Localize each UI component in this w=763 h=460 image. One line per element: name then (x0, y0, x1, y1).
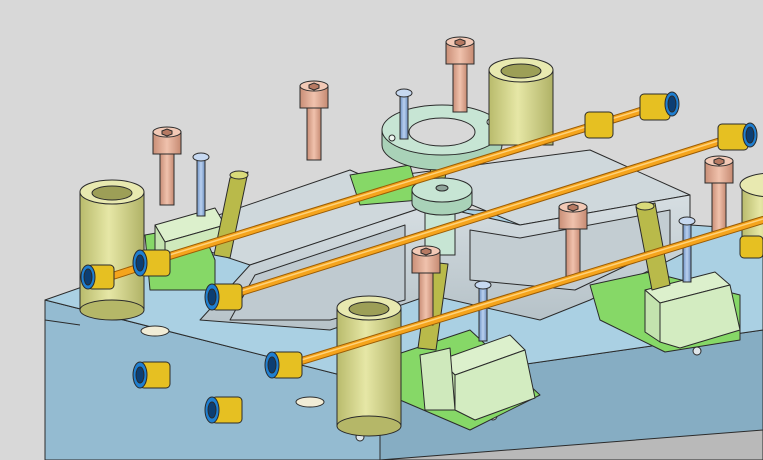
fitting-4 (264, 351, 303, 379)
slider-right-face (659, 284, 741, 349)
cooling-lines[interactable] (96, 101, 763, 370)
fitting-3 (204, 283, 243, 311)
fitting-7 (639, 91, 680, 121)
fitting-10 (739, 235, 763, 259)
guide-bushing-right (739, 172, 763, 246)
guide-bushings[interactable] (79, 57, 763, 437)
fitting-1 (80, 264, 115, 290)
slider-front-block (419, 347, 456, 411)
cooling-pipe-1-fill (147, 102, 663, 265)
screw-hole-3 (692, 346, 702, 356)
bolt-3 (445, 36, 475, 113)
hole-front-1 (140, 325, 170, 337)
bolt-1 (152, 126, 182, 206)
cooling-pipe-2-hl (221, 133, 741, 298)
locating-ring-hole (408, 117, 476, 147)
fitting-6 (204, 396, 243, 424)
pin-4 (678, 216, 696, 283)
guide-bushing-front (336, 295, 402, 437)
pin-2 (395, 88, 413, 140)
angle-pin-right-top (635, 201, 655, 211)
fitting-2 (132, 249, 171, 277)
guide-bushing-left (79, 179, 145, 321)
dowel-pins[interactable] (192, 88, 696, 342)
hole-front-2 (295, 396, 325, 408)
socket-head-bolts[interactable] (152, 36, 734, 326)
fitting-8 (584, 111, 614, 139)
bolt-6 (411, 245, 441, 326)
fitting-9 (717, 122, 758, 151)
sprue-bushing[interactable] (411, 177, 473, 256)
locating-ring[interactable] (381, 104, 503, 171)
pipe-fittings[interactable] (80, 91, 763, 424)
angle-pin-left-top (229, 170, 249, 180)
base-step-edge (44, 300, 81, 326)
bolt-4 (558, 201, 588, 278)
fitting-5 (132, 361, 171, 389)
cooling-pipe-3-fill (282, 217, 763, 369)
cooling-pipe-2-fill (219, 132, 743, 301)
cooling-pipe-1-hl (149, 103, 661, 262)
ring-screw-1 (388, 134, 396, 142)
bolt-5 (704, 155, 734, 236)
cooling-pipe-3-hl (284, 218, 763, 366)
bolt-2 (299, 80, 329, 161)
sprue-hole (435, 184, 449, 192)
guide-bushing-back (488, 57, 554, 146)
pin-3 (474, 280, 492, 342)
pin-1 (192, 152, 210, 217)
